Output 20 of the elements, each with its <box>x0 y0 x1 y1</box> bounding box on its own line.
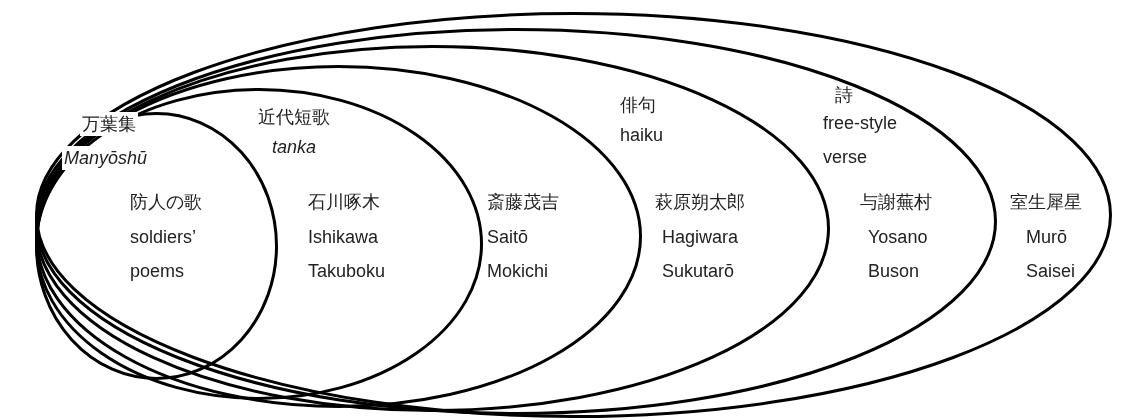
english-label: Ishikawa Takuboku <box>308 226 387 283</box>
japanese-label: 防人の歌 <box>130 191 203 214</box>
japanese-label: 室生犀星 <box>1010 191 1083 214</box>
english-label: free-style verse <box>823 112 899 169</box>
english-label: Hagiwara Sukutarō <box>662 226 740 283</box>
english-label: Murō Saisei <box>1026 226 1077 283</box>
japanese-label: 与謝蕪村 <box>860 191 933 214</box>
romanized-title: tanka <box>272 136 318 159</box>
japanese-label: 万葉集 <box>80 112 138 136</box>
japanese-label: 近代短歌 <box>258 106 331 129</box>
english-label: Yosano Buson <box>868 226 929 283</box>
romanized-title: Manyōshū <box>62 146 150 170</box>
japanese-label: 俳句 <box>620 94 657 117</box>
japanese-label: 萩原朔太郎 <box>655 191 746 214</box>
japanese-label: 斎藤茂吉 <box>487 191 560 214</box>
english-label: soldiers’ poems <box>130 226 197 283</box>
english-label: haiku <box>620 124 665 147</box>
japanese-label: 詩 <box>835 84 854 107</box>
english-label: Saitō Mokichi <box>487 226 549 283</box>
japanese-label: 石川啄木 <box>308 191 381 214</box>
